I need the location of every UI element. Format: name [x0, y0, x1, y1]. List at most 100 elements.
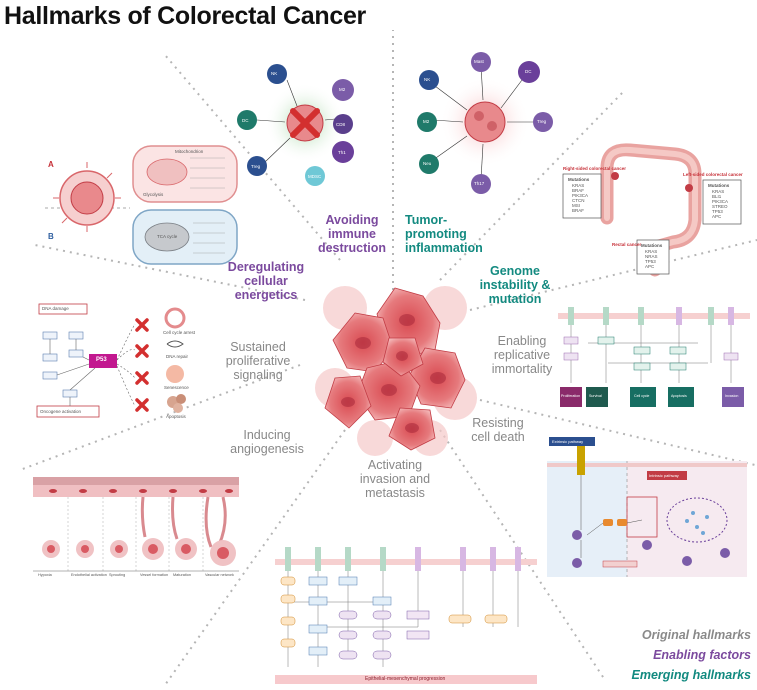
energetics-illustration	[45, 145, 238, 265]
outcome-label: DNA repair	[166, 354, 189, 359]
mutation-item: TP53	[712, 209, 723, 214]
inflammation-illustration	[417, 52, 553, 194]
right-sided-title: Right-sided colorectal cancer	[563, 166, 627, 171]
energetics-mito-label: Mitochondrion	[175, 149, 204, 154]
dna-damage-label: DNA damage	[42, 306, 69, 311]
immune-cell-label: Th1	[338, 150, 346, 155]
panel-resisting-cell-death: Extrinsic pathway Intrinsic pathway	[547, 435, 747, 577]
oncogene-label: Oncogene activation	[40, 409, 82, 414]
p53-label: P53	[96, 357, 107, 363]
mutation-item: KRAS	[645, 249, 658, 254]
outcome-label: Apoptosis	[166, 414, 186, 419]
mutation-item: TP53	[645, 259, 656, 264]
panel-angiogenesis: Hypoxia Endothelial activation Sprouting…	[33, 477, 239, 581]
energetics-glycolysis-label: Glycolysis	[143, 192, 164, 197]
mutations-label: Mutations	[568, 177, 590, 182]
immortality-box-label: Survival	[589, 394, 602, 398]
angiogenesis-stage: Sprouting	[109, 573, 126, 577]
divider-line	[479, 399, 756, 466]
immortality-box-label: Invasion	[725, 394, 739, 398]
mutation-item: KRAS	[572, 183, 585, 188]
hallmark-inducing-angiogenesis: Inducing angiogenesis	[230, 428, 304, 456]
immune-cell-label: M2	[339, 87, 346, 92]
p53-pathway-diagram	[36, 303, 186, 418]
immune-cell-label: DC	[242, 118, 249, 123]
hallmark-resisting-cell-death: Resisting cell death	[471, 416, 525, 444]
divider-line	[469, 239, 757, 311]
legend: Original hallmarks Enabling factors Emer…	[632, 625, 752, 685]
hallmark-genome-instability: Genome instability & mutation	[479, 264, 551, 306]
angiogenesis-stage: Vascular network	[205, 573, 234, 577]
inflammation-cell-label: Treg	[537, 119, 547, 124]
mutation-item: BRAF	[572, 208, 585, 213]
hallmark-deregulating-energetics: Deregulating cellular energetics	[227, 260, 305, 302]
panel-cellular-energetics: A B Mitochondrion Glycolysis TCA cycle	[35, 138, 245, 266]
extrinsic-pathway-label: Extrinsic pathway	[552, 439, 584, 444]
energetics-tag-b: B	[48, 232, 54, 241]
angiogenesis-stage: Vessel formation	[140, 573, 169, 577]
angiogenesis-stage: Endothelial activation	[71, 573, 107, 577]
panel-genome-instability: Right-sided colorectal cancer Left-sided…	[555, 130, 750, 278]
outcome-label: Senescence	[164, 385, 189, 390]
panel-replicative-immortality: Proliferation Survival Cell cycle Apopto…	[558, 303, 750, 413]
inflammation-cell-label: DC	[525, 69, 532, 74]
mutation-item: APC	[712, 214, 722, 219]
divider-line	[19, 364, 301, 471]
panel-invasion-metastasis: Epithelial-mesenchymal progression	[275, 527, 537, 684]
mutation-item: BLI1	[712, 194, 722, 199]
immortality-box-label: Proliferation	[561, 394, 581, 398]
inflammation-cell-label: Neu	[423, 161, 432, 166]
inflammation-cell-label: NK	[424, 77, 431, 82]
panel-proliferative-signaling: DNA damage P53 Oncogene activation Cell …	[35, 302, 215, 420]
emt-pathway-diagram	[275, 547, 537, 684]
hallmark-sustained-proliferative-signaling: Sustained proliferative signaling	[225, 340, 291, 382]
colon-illustration	[562, 143, 742, 277]
panel-tumor-inflammation: NK Mast DC Treg M2 Neu Th17	[415, 52, 555, 194]
inflammation-cell-label: Th17	[474, 181, 485, 186]
immune-cell-label: MDSC	[308, 174, 322, 179]
hallmark-invasion-metastasis: Activating invasion and metastasis	[359, 458, 431, 500]
legend-emerging: Emerging hallmarks	[631, 668, 752, 682]
mutation-item: MSI	[572, 203, 581, 208]
immune-cell-label: Treg	[251, 164, 261, 169]
central-tumor-illustration	[315, 286, 477, 456]
mutations-label: Mutations	[641, 243, 663, 248]
hallmark-tumor-promoting-inflammation: Tumor- promoting inflammation	[405, 213, 483, 255]
outcome-label: Cell cycle arrest	[163, 330, 196, 335]
immune-cell-label: NK	[271, 71, 278, 76]
immune-cells-illustration	[237, 64, 354, 186]
immune-cell-label: CD8	[336, 122, 346, 127]
hallmark-avoiding-immune-destruction: Avoiding immune destruction	[317, 213, 387, 255]
mutation-item: PIK3CA	[572, 193, 589, 198]
mutation-item: BRAF	[572, 188, 585, 193]
mutation-item: STREO	[712, 204, 728, 209]
divider-line	[439, 429, 606, 681]
mutation-item: CTCN	[572, 198, 585, 203]
legend-original: Original hallmarks	[641, 628, 751, 642]
page-title: Hallmarks of Colorectal Cancer	[4, 2, 366, 30]
angiogenesis-stage: Hypoxia	[38, 573, 52, 577]
inflammation-cell-label: M2	[423, 119, 430, 124]
immortality-box-label: Apoptosis	[671, 394, 687, 398]
mutations-label: Mutations	[708, 183, 730, 188]
legend-enabling: Enabling factors	[653, 648, 751, 662]
hallmark-replicative-immortality: Enabling replicative immortality	[491, 334, 553, 376]
apoptosis-pathway-diagram	[547, 437, 747, 577]
angiogenesis-illustration	[33, 477, 239, 572]
rectal-title: Rectal cancer	[612, 242, 642, 247]
inflammation-cell-label: Mast	[474, 59, 484, 64]
mutation-item: APC	[645, 264, 655, 269]
immortality-box-label: Cell cycle	[634, 394, 650, 398]
angiogenesis-stage: Maturation	[173, 573, 191, 577]
left-sided-title: Left-sided colorectal cancer	[683, 172, 743, 177]
mutation-item: NRAS	[645, 254, 658, 259]
intrinsic-pathway-label: Intrinsic pathway	[649, 473, 679, 478]
signaling-pathway-diagram	[558, 307, 750, 407]
mutation-item: KRAS	[712, 189, 725, 194]
energetics-tca-label: TCA cycle	[157, 234, 178, 239]
energetics-tag-a: A	[48, 160, 54, 169]
mutation-item: PIK3CA	[712, 199, 729, 204]
divider-line	[164, 429, 346, 686]
panel-immune-destruction: NK DC Treg MDSC M2 CD8 Th1	[235, 58, 375, 188]
emt-bar-label: Epithelial-mesenchymal progression	[365, 676, 446, 682]
